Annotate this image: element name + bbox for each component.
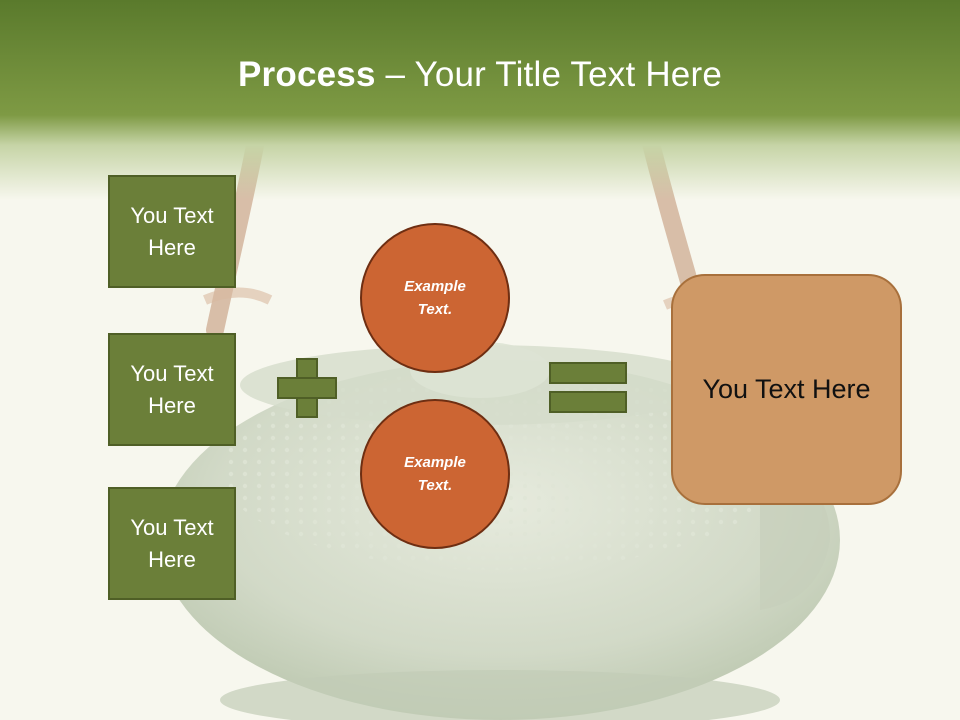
- header-band: [0, 0, 960, 200]
- result-box: You Text Here: [671, 274, 902, 505]
- input-box-label: You Text Here: [130, 360, 214, 418]
- title-bold: Process: [238, 55, 376, 94]
- title-rest: – Your Title Text Here: [375, 55, 722, 94]
- result-label: You Text Here: [702, 374, 871, 404]
- input-box-label: You Text Here: [130, 514, 214, 572]
- input-box-2: You Text Here: [108, 333, 236, 446]
- slide-title: Process – Your Title Text Here: [0, 52, 960, 98]
- example-circle-1: Example Text.: [360, 223, 510, 373]
- input-box-label: You Text Here: [130, 202, 214, 260]
- circle-label: Example Text.: [404, 278, 466, 318]
- circle-label: Example Text.: [404, 454, 466, 494]
- input-box-3: You Text Here: [108, 487, 236, 600]
- example-circle-2: Example Text.: [360, 399, 510, 549]
- input-box-1: You Text Here: [108, 175, 236, 288]
